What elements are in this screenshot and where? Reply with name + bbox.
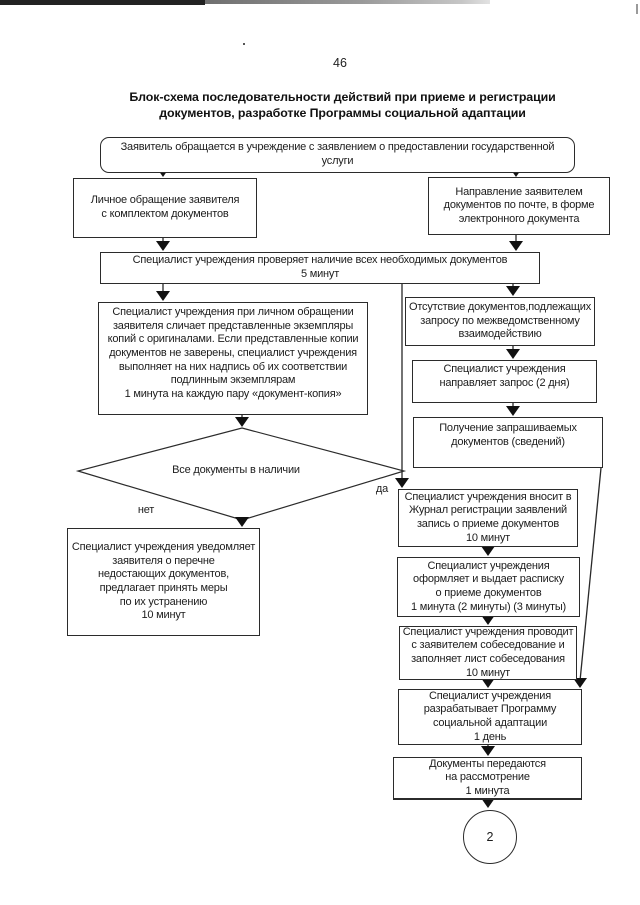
- decision-all-documents-label: Все документы в наличии: [172, 464, 300, 476]
- node-interview: Специалист учреждения проводит с заявите…: [399, 626, 577, 680]
- node-start: Заявитель обращается в учреждение с заяв…: [100, 137, 575, 173]
- node-check-documents: Специалист учреждения проверяет наличие …: [100, 252, 540, 284]
- page-title: Блок-схема последовательности действий п…: [129, 90, 556, 120]
- page-number: 46: [333, 56, 347, 70]
- node-personal-visit: Личное обращение заявителя с комплектом …: [73, 178, 257, 238]
- node-compare-copies: Специалист учреждения при личном обращен…: [98, 302, 368, 415]
- label-yes: да: [375, 483, 389, 495]
- node-hand-over: Документы передаются на рассмотрение 1 м…: [393, 757, 582, 800]
- connector-circle: 2: [463, 810, 517, 864]
- scan-artifact-bar-dark: [0, 0, 205, 5]
- node-journal-entry: Специалист учреждения вносит в Журнал ре…: [398, 489, 578, 547]
- node-mail-submission: Направление заявителем документов по поч…: [428, 177, 610, 235]
- node-develop-program: Специалист учреждения разрабатывает Прог…: [398, 689, 582, 745]
- node-issue-receipt: Специалист учреждения оформляет и выдает…: [397, 557, 580, 617]
- scan-artifact-tick: [636, 4, 638, 14]
- node-missing-interagency: Отсутствие документов,подлежащих запросу…: [405, 297, 595, 346]
- label-no: нет: [137, 504, 155, 516]
- node-notify-missing: Специалист учреждения уведомляет заявите…: [67, 528, 260, 636]
- scan-artifact-bar-gray: [205, 0, 490, 4]
- node-receive-requested: Получение запрашиваемых документов (свед…: [413, 417, 603, 468]
- node-send-request: Специалист учреждения направляет запрос …: [412, 360, 597, 403]
- scan-artifact-dot: [243, 43, 245, 45]
